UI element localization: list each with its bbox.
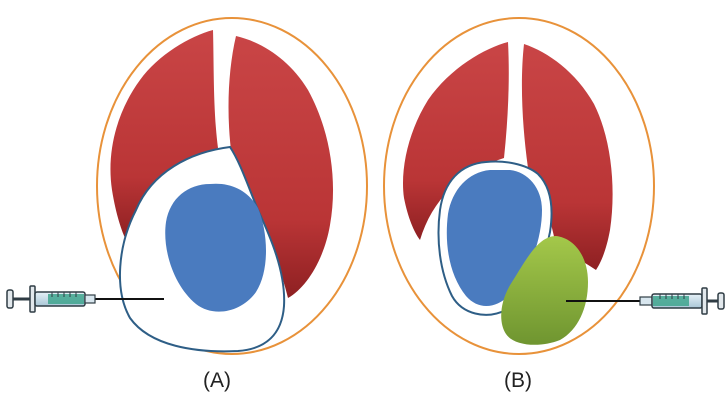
syringe-icon	[640, 288, 724, 314]
panel-a	[7, 18, 367, 354]
syringe-icon	[7, 286, 95, 312]
panel-a-caption: (A)	[203, 369, 231, 393]
panel-b-caption: (B)	[504, 369, 532, 393]
panel-b	[384, 18, 724, 354]
